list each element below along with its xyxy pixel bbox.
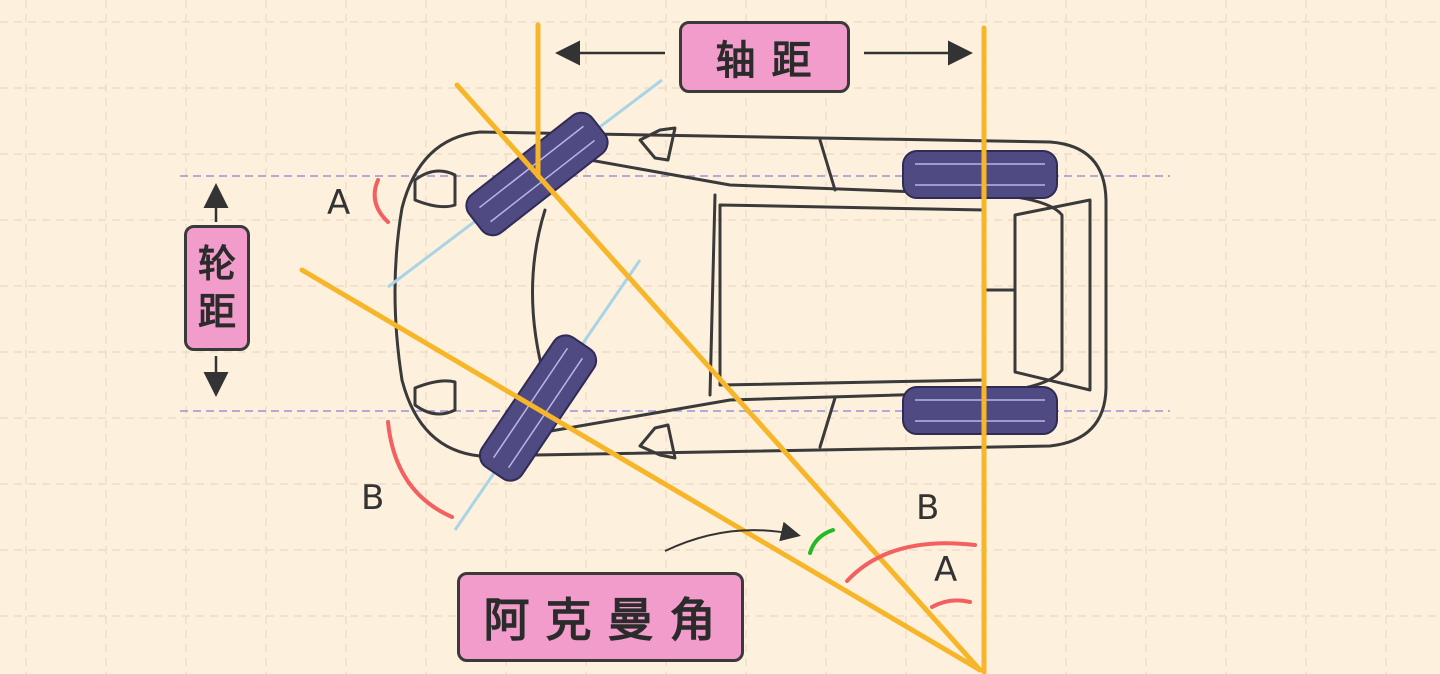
angle-letter-a-origin: A — [934, 550, 958, 590]
angle-arc-b-front — [386, 420, 454, 519]
ackermann-angle-label: 阿克曼角 — [457, 572, 744, 662]
angle-letter-b-origin: B — [916, 488, 940, 528]
angle-arc-a-front — [372, 178, 390, 224]
track-width-char-2: 距 — [197, 290, 236, 334]
angle-letter-a-front: A — [327, 183, 351, 223]
ackermann-pointer-arrow — [664, 521, 801, 552]
rear-left-wheel — [902, 150, 1058, 199]
wheelbase-label: 轴距 — [679, 21, 850, 93]
angle-arc-b-origin — [845, 541, 977, 583]
track-width-char-1: 轮 — [197, 242, 236, 286]
ackermann-angle-arc — [808, 528, 835, 555]
rear-right-wheel — [902, 386, 1058, 435]
angle-arc-a-origin — [930, 598, 972, 609]
track-width-label: 轮 距 — [184, 225, 250, 351]
angle-letter-b-front: B — [361, 478, 385, 518]
steering-geometry-lines — [299, 22, 987, 674]
